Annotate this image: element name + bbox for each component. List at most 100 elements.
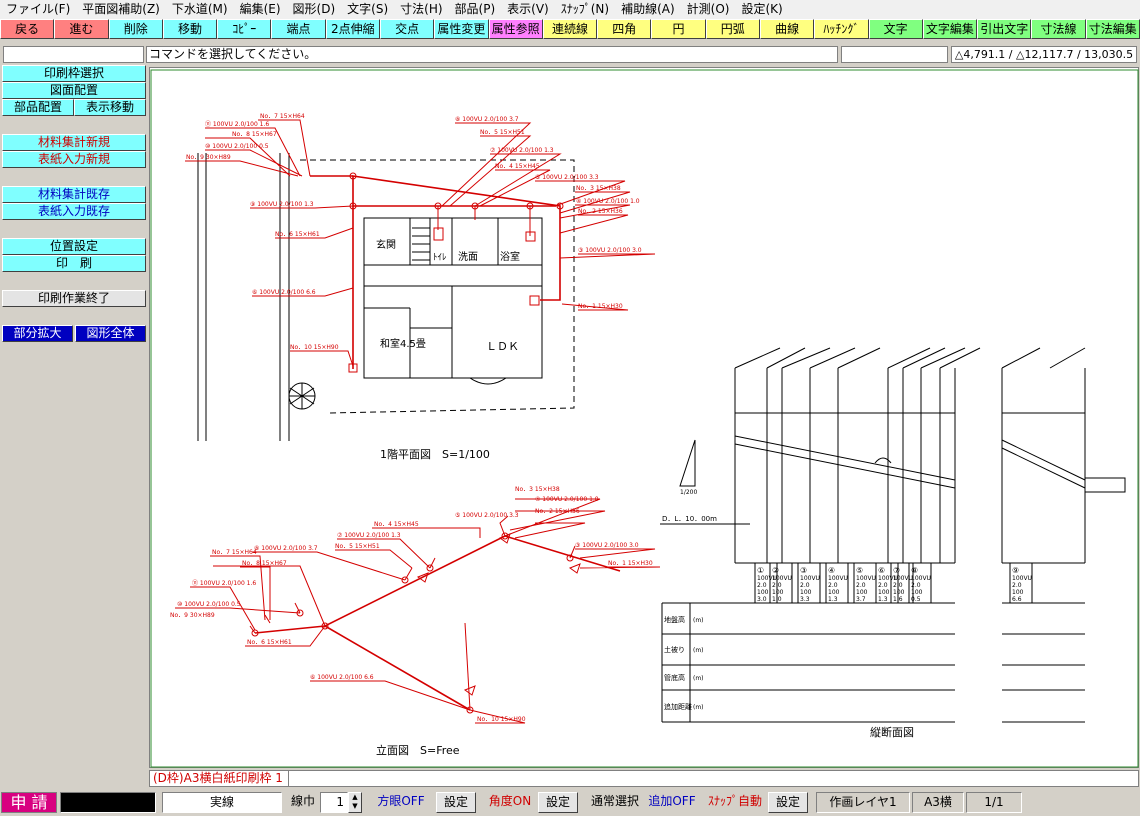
section-column-len: 0.5 — [911, 596, 921, 603]
input-box[interactable] — [841, 46, 948, 63]
toolbar-button[interactable]: 文字編集 — [922, 19, 978, 39]
section-column-slope: 2.0 — [1012, 582, 1022, 589]
section-column-no: ⑧ — [911, 566, 918, 575]
section-column-no: ⑤ — [856, 566, 863, 575]
section-column-no: ③ — [800, 566, 807, 575]
toolbar-button[interactable]: 進む — [54, 19, 109, 39]
line-type-box[interactable]: 実線 — [162, 792, 282, 813]
select-mode[interactable]: 通常選択 — [590, 794, 639, 808]
elevation-title: 立面図 S=Free — [376, 743, 460, 757]
menu-item[interactable]: 寸法(H) — [400, 2, 443, 16]
section-column-den: 100 — [828, 589, 840, 596]
section-column-slope: 2.0 — [772, 582, 782, 589]
section-column-no: ⑥ — [878, 566, 885, 575]
toolbar-button[interactable]: 削除 — [108, 19, 163, 39]
cover-existing-button[interactable]: 表紙入力既存 — [2, 203, 146, 220]
toolbar-button[interactable]: 引出文字 — [977, 19, 1032, 39]
cover-new-button[interactable]: 表紙入力新規 — [2, 151, 146, 168]
section-column-spec: 100VU — [893, 575, 913, 582]
toolbar-button[interactable]: 端点 — [271, 19, 326, 39]
angle-set-button[interactable]: 設定 — [538, 792, 578, 813]
toolbar-button[interactable]: 移動 — [162, 19, 218, 39]
section-column-len: 6.6 — [1012, 596, 1022, 603]
grid-toggle[interactable]: 方眼OFF — [377, 794, 425, 808]
line-width-input[interactable]: 1 — [320, 792, 348, 813]
toolbar-button[interactable]: 属性参照 — [488, 19, 543, 39]
print-frame-select-button[interactable]: 印刷枠選択 — [2, 65, 146, 82]
snap-set-button[interactable]: 設定 — [768, 792, 808, 813]
section-column-den: 100 — [893, 589, 905, 596]
menu-item[interactable]: ファイル(F) — [6, 2, 71, 16]
toolbar-button[interactable]: 曲線 — [759, 19, 815, 39]
zoom-all-button[interactable]: 図形全体 — [75, 325, 146, 342]
toolbar-button[interactable]: 寸法編集 — [1085, 19, 1140, 39]
section-column-len: 3.3 — [800, 596, 810, 603]
section-column-no: ① — [757, 566, 764, 575]
section-column-len: 3.7 — [856, 596, 866, 603]
section-column-spec: 100VU — [911, 575, 931, 582]
angle-toggle[interactable]: 角度ON — [488, 794, 532, 808]
menu-item[interactable]: 部品(P) — [454, 2, 496, 16]
color-swatch[interactable] — [60, 792, 156, 813]
toolbar-button[interactable]: 寸法線 — [1031, 19, 1086, 39]
status-bar: 申 請 実線 線巾 1 ▲▼ 方眼OFF 設定 角度ON 設定 通常選択 追加O… — [0, 789, 1140, 816]
toolbar-button[interactable]: 円 — [651, 19, 706, 39]
toolbar-button[interactable]: 属性変更 — [434, 19, 489, 39]
menu-item[interactable]: 文字(S) — [347, 2, 389, 16]
section-column-no: ② — [772, 566, 779, 575]
material-new-button[interactable]: 材料集計新規 — [2, 134, 146, 151]
toolbar-button[interactable]: 四角 — [597, 19, 652, 39]
page-indicator: 1/1 — [966, 792, 1022, 813]
position-setting-button[interactable]: 位置設定 — [2, 238, 146, 255]
parts-place-button[interactable]: 部品配置 — [2, 99, 74, 116]
menu-item[interactable]: 補助線(A) — [621, 2, 675, 16]
material-existing-button[interactable]: 材料集計既存 — [2, 186, 146, 203]
section-column-den: 100 — [911, 589, 923, 596]
line-width-spinner[interactable]: ▲▼ — [348, 792, 362, 813]
toolbar-button[interactable]: ｺﾋﾟｰ — [217, 19, 272, 39]
section-column-den: 100 — [878, 589, 890, 596]
menu-item[interactable]: ｽﾅｯﾌﾟ(N) — [560, 2, 610, 16]
toolbar-button[interactable]: 円弧 — [705, 19, 760, 39]
toolbar-button[interactable]: 交点 — [379, 19, 435, 39]
section-column-slope: 2.0 — [911, 582, 921, 589]
room-toilet: ﾄｲﾚ — [433, 253, 447, 263]
menu-item[interactable]: 表示(V) — [507, 2, 549, 16]
apply-button[interactable]: 申 請 — [1, 792, 57, 813]
menu-item[interactable]: 下水道(M) — [171, 2, 228, 16]
section-column-len: 1.3 — [878, 596, 888, 603]
section-column-spec: 100VU — [856, 575, 876, 582]
drawing-canvas[interactable]: 玄関 ﾄｲﾚ 洗面 浴室 和室4.5畳 ＬＤＫ — [149, 67, 1139, 768]
snap-toggle[interactable]: ｽﾅｯﾌﾟ自動 — [707, 794, 762, 808]
zoom-part-button[interactable]: 部分拡大 — [2, 325, 73, 342]
toolbar-button[interactable]: 2点伸縮 — [325, 19, 380, 39]
grid-set-button[interactable]: 設定 — [436, 792, 476, 813]
room-washitsu: 和室4.5畳 — [380, 337, 426, 350]
section-column-slope: 2.0 — [800, 582, 810, 589]
frame-strip: (D枠)A3横白紙印刷枠 1 — [149, 770, 1139, 787]
menu-item[interactable]: 設定(K) — [741, 2, 783, 16]
section-column-len: 1.3 — [828, 596, 838, 603]
section-view: 1/200 D．L．10．00m — [660, 347, 1126, 739]
frame-label: (D枠)A3横白紙印刷枠 1 — [153, 771, 283, 785]
drawing-place-button[interactable]: 図面配置 — [2, 82, 146, 99]
layer-select[interactable]: 作画レイヤ1 — [816, 792, 910, 813]
toolbar-button[interactable]: 戻る — [0, 19, 55, 39]
menu-item[interactable]: 図形(D) — [292, 2, 336, 16]
menu-item[interactable]: 平面図補助(Z) — [82, 2, 160, 16]
section-column-spec: 100VU — [878, 575, 898, 582]
toolbar-button[interactable]: 連続線 — [542, 19, 598, 39]
menu-item[interactable]: 編集(E) — [239, 2, 281, 16]
print-end-button[interactable]: 印刷作業終了 — [2, 290, 146, 307]
print-button[interactable]: 印 刷 — [2, 255, 146, 272]
add-toggle[interactable]: 追加OFF — [648, 794, 696, 808]
plan-view: 玄関 ﾄｲﾚ 洗面 浴室 和室4.5畳 ＬＤＫ — [185, 113, 656, 461]
section-column-len: 1.6 — [893, 596, 903, 603]
room-senmen: 洗面 — [458, 251, 478, 263]
toolbar-button[interactable]: ﾊｯﾁﾝｸﾞ — [814, 19, 869, 39]
display-move-button[interactable]: 表示移動 — [74, 99, 146, 116]
menu-item[interactable]: 計測(O) — [686, 2, 730, 16]
command-prompt: コマンドを選択してください。 — [146, 46, 838, 63]
toolbar-button[interactable]: 文字 — [868, 19, 923, 39]
